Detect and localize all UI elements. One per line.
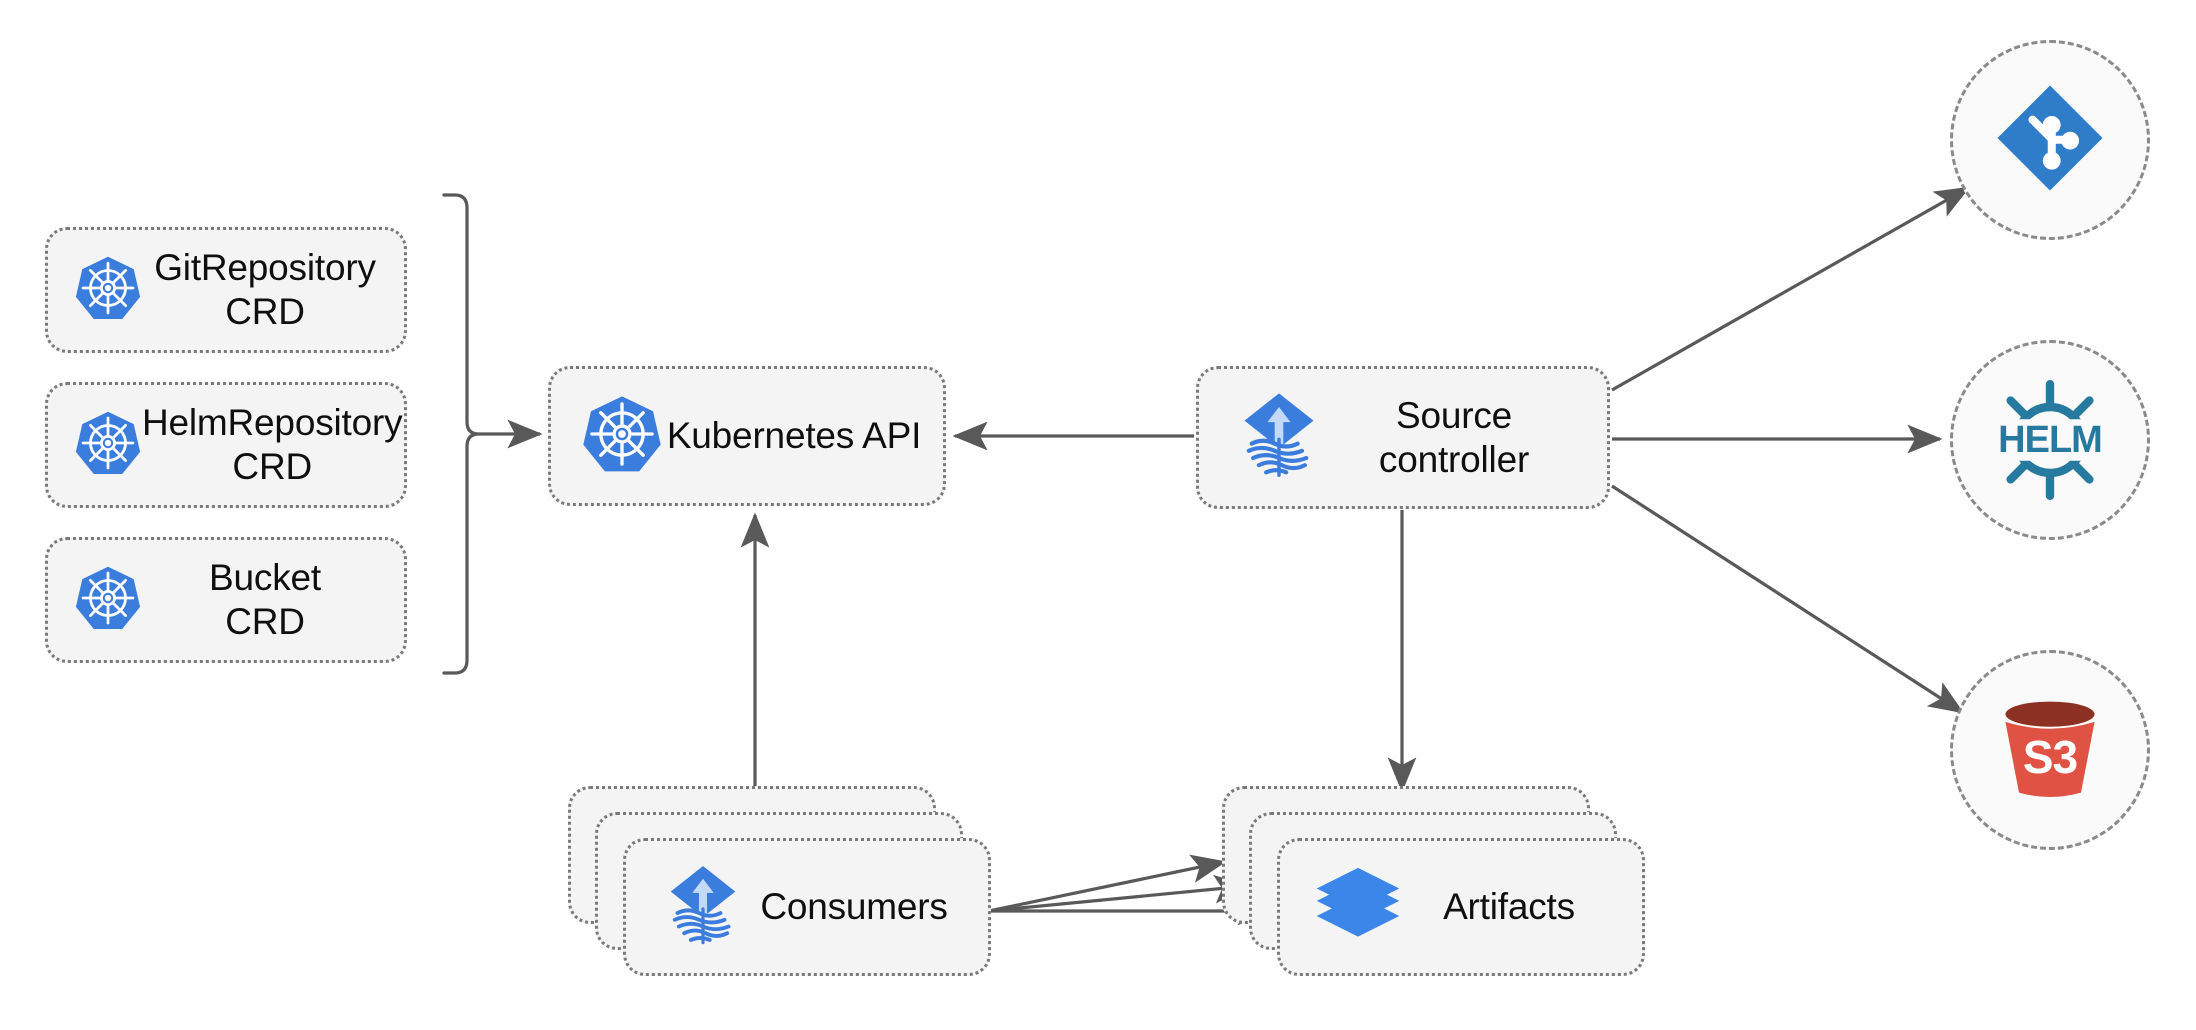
- crd-box-bucket[interactable]: Bucket CRD: [45, 537, 407, 663]
- flux-icon: [1233, 389, 1325, 486]
- helm-wordmark: HELM: [1985, 419, 2115, 461]
- kubernetes-icon: [74, 564, 142, 637]
- kubernetes-icon: [74, 409, 142, 482]
- crd-group-brace: [442, 193, 480, 675]
- artifacts-card-front[interactable]: Artifacts: [1277, 838, 1645, 976]
- node-kubernetes-api[interactable]: Kubernetes API: [548, 366, 946, 506]
- source-circle-git[interactable]: [1950, 40, 2150, 240]
- arrow-consumers-to-artifacts-back: [988, 854, 1227, 913]
- layers-icon: [1314, 865, 1402, 950]
- node-consumers-stack[interactable]: Consumers: [568, 786, 996, 978]
- arrow-consumers-to-artifacts-middle: [988, 874, 1250, 913]
- node-label: Artifacts: [1443, 886, 1575, 928]
- crd-label: GitRepository CRD: [154, 247, 376, 332]
- source-circle-helm[interactable]: HELM: [1950, 340, 2150, 540]
- git-icon: [1994, 82, 2106, 199]
- node-label: Source controller: [1378, 394, 1530, 480]
- source-circle-s3[interactable]: S3: [1950, 650, 2150, 850]
- arrow-source-controller-to-git: [1611, 186, 1971, 392]
- crd-box-gitrepository[interactable]: GitRepository CRD: [45, 227, 407, 353]
- crd-box-helmrepository[interactable]: HelmRepository CRD: [45, 382, 407, 508]
- helm-icon: HELM: [1985, 375, 2115, 505]
- crd-label: Bucket CRD: [209, 557, 321, 642]
- s3-wordmark: S3: [2022, 731, 2078, 783]
- s3-bucket-icon: S3: [1988, 688, 2112, 812]
- crd-label: HelmRepository CRD: [142, 402, 403, 487]
- node-label: Consumers: [760, 886, 948, 928]
- node-source-controller[interactable]: Source controller: [1196, 366, 1610, 509]
- node-artifacts-stack[interactable]: Artifacts: [1222, 786, 1650, 978]
- kubernetes-icon: [581, 393, 663, 480]
- kubernetes-icon: [74, 254, 142, 327]
- node-label: Kubernetes API: [666, 415, 922, 457]
- arrow-source-controller-to-s3: [1611, 484, 1965, 714]
- consumers-card-front[interactable]: Consumers: [623, 838, 991, 976]
- flux-icon: [660, 862, 746, 953]
